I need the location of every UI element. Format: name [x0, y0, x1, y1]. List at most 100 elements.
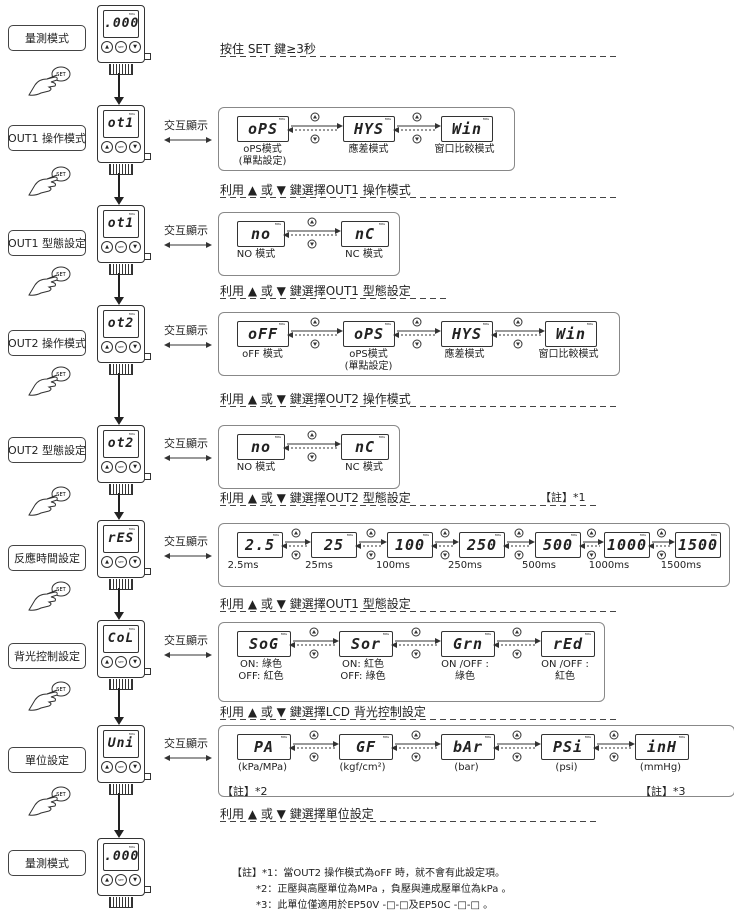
pointing-hand-icon: SET — [28, 681, 71, 711]
flow-arrowhead — [114, 417, 124, 425]
device-buttons: ▲SET▼ — [101, 874, 141, 886]
footnote-2: *2：正壓與高壓單位為MPa ，負壓與連成壓單位為kPa 。 — [256, 884, 512, 895]
lcd-readout: no — [250, 225, 272, 243]
option-label: NC 模式 — [345, 249, 383, 260]
up-button[interactable]: ▲ — [101, 461, 113, 473]
up-button[interactable]: ▲ — [101, 874, 113, 886]
option-label: 2.5ms — [227, 560, 259, 571]
option-label: 窗口比較模式 — [538, 349, 599, 360]
lcd-readout: ot2 — [107, 316, 135, 331]
set-button[interactable]: SET — [115, 41, 127, 53]
set-button[interactable]: SET — [115, 241, 127, 253]
up-button[interactable]: ▲ — [101, 656, 113, 668]
set-button[interactable]: SET — [115, 874, 127, 886]
down-button[interactable]: ▼ — [129, 461, 141, 473]
down-button[interactable]: ▼ — [129, 141, 141, 153]
unit-label: MPa — [128, 112, 135, 116]
lcd-readout: no — [250, 438, 272, 456]
lcd-readout: bAr — [452, 738, 484, 756]
up-button[interactable]: ▲ — [101, 141, 113, 153]
toggle-arrows-1 — [391, 627, 441, 659]
panel-caption: 利用 ▲ 或 ▼ 鍵選擇單位設定 — [220, 807, 374, 821]
lcd-readout: 25 — [323, 536, 345, 554]
toggle-arrows-2 — [431, 528, 459, 560]
toggle-arrows-0 — [283, 217, 341, 249]
panel-caption: 利用 ▲ 或 ▼ 鍵選擇OUT1 型態設定 — [220, 597, 411, 611]
lcd-readout: ot2 — [107, 436, 135, 451]
down-button[interactable]: ▼ — [129, 874, 141, 886]
up-button[interactable]: ▲ — [101, 556, 113, 568]
down-button[interactable]: ▼ — [129, 761, 141, 773]
flow-arrowhead — [114, 717, 124, 725]
unit-label: MPa — [710, 533, 717, 537]
up-button[interactable]: ▲ — [101, 41, 113, 53]
down-button[interactable]: ▼ — [129, 656, 141, 668]
mode-label-1: OUT1 操作模式 — [8, 125, 86, 151]
flow-arrowhead — [114, 612, 124, 620]
down-button[interactable]: ▼ — [129, 241, 141, 253]
lcd-readout: Grn — [452, 635, 484, 653]
up-button[interactable]: ▲ — [101, 241, 113, 253]
double-arrow-icon — [164, 242, 212, 248]
set-button[interactable]: SET — [115, 461, 127, 473]
flow-line — [118, 373, 120, 419]
fitting-thread — [109, 679, 133, 690]
unit-label: MPa — [280, 735, 287, 739]
set-button[interactable]: SET — [115, 556, 127, 568]
option-label: NC 模式 — [345, 462, 383, 473]
down-button[interactable]: ▼ — [129, 341, 141, 353]
alt-display-label: 交互顯示 — [164, 324, 208, 337]
set-button[interactable]: SET — [115, 656, 127, 668]
set-button[interactable]: SET — [115, 341, 127, 353]
panel-caption: 利用 ▲ 或 ▼ 鍵選擇OUT2 型態設定 — [220, 491, 411, 505]
flow-line — [118, 73, 120, 99]
option-label: (mmHg) — [639, 762, 682, 773]
set-label: SET — [56, 372, 66, 378]
option-label: oFF 模式 — [242, 349, 283, 360]
toggle-arrows-0 — [289, 627, 339, 659]
down-button[interactable]: ▼ — [129, 556, 141, 568]
up-button[interactable]: ▲ — [101, 341, 113, 353]
pointing-hand-icon: SET — [28, 486, 71, 516]
unit-label: MPa — [272, 533, 279, 537]
mode-label-3: OUT2 操作模式 — [8, 330, 86, 356]
unit-label: MPa — [274, 435, 281, 439]
lcd-readout: oPS — [247, 120, 279, 138]
alt-display-label: 交互顯示 — [164, 224, 208, 237]
flow-line — [118, 793, 120, 832]
option-label: ON: 綠色 OFF: 紅色 — [238, 659, 284, 682]
unit-label: MPa — [570, 533, 577, 537]
caption-underline — [220, 719, 620, 720]
set-button[interactable]: SET — [115, 761, 127, 773]
unit-label: MPa — [584, 735, 591, 739]
lcd-readout: nC — [354, 225, 376, 243]
down-button[interactable]: ▼ — [129, 41, 141, 53]
set-button[interactable]: SET — [115, 141, 127, 153]
up-button[interactable]: ▲ — [101, 761, 113, 773]
unit-label: MPa — [128, 845, 135, 849]
mode-label-8: 量測模式 — [8, 850, 86, 876]
toggle-arrows-5 — [648, 528, 675, 560]
option-label: ON /OFF : 紅色 — [541, 659, 589, 682]
set-label: SET — [56, 792, 66, 798]
pointing-hand-icon: SET — [28, 66, 71, 96]
set-label: SET — [56, 272, 66, 278]
lcd-screen: MPa.000 — [103, 10, 139, 38]
